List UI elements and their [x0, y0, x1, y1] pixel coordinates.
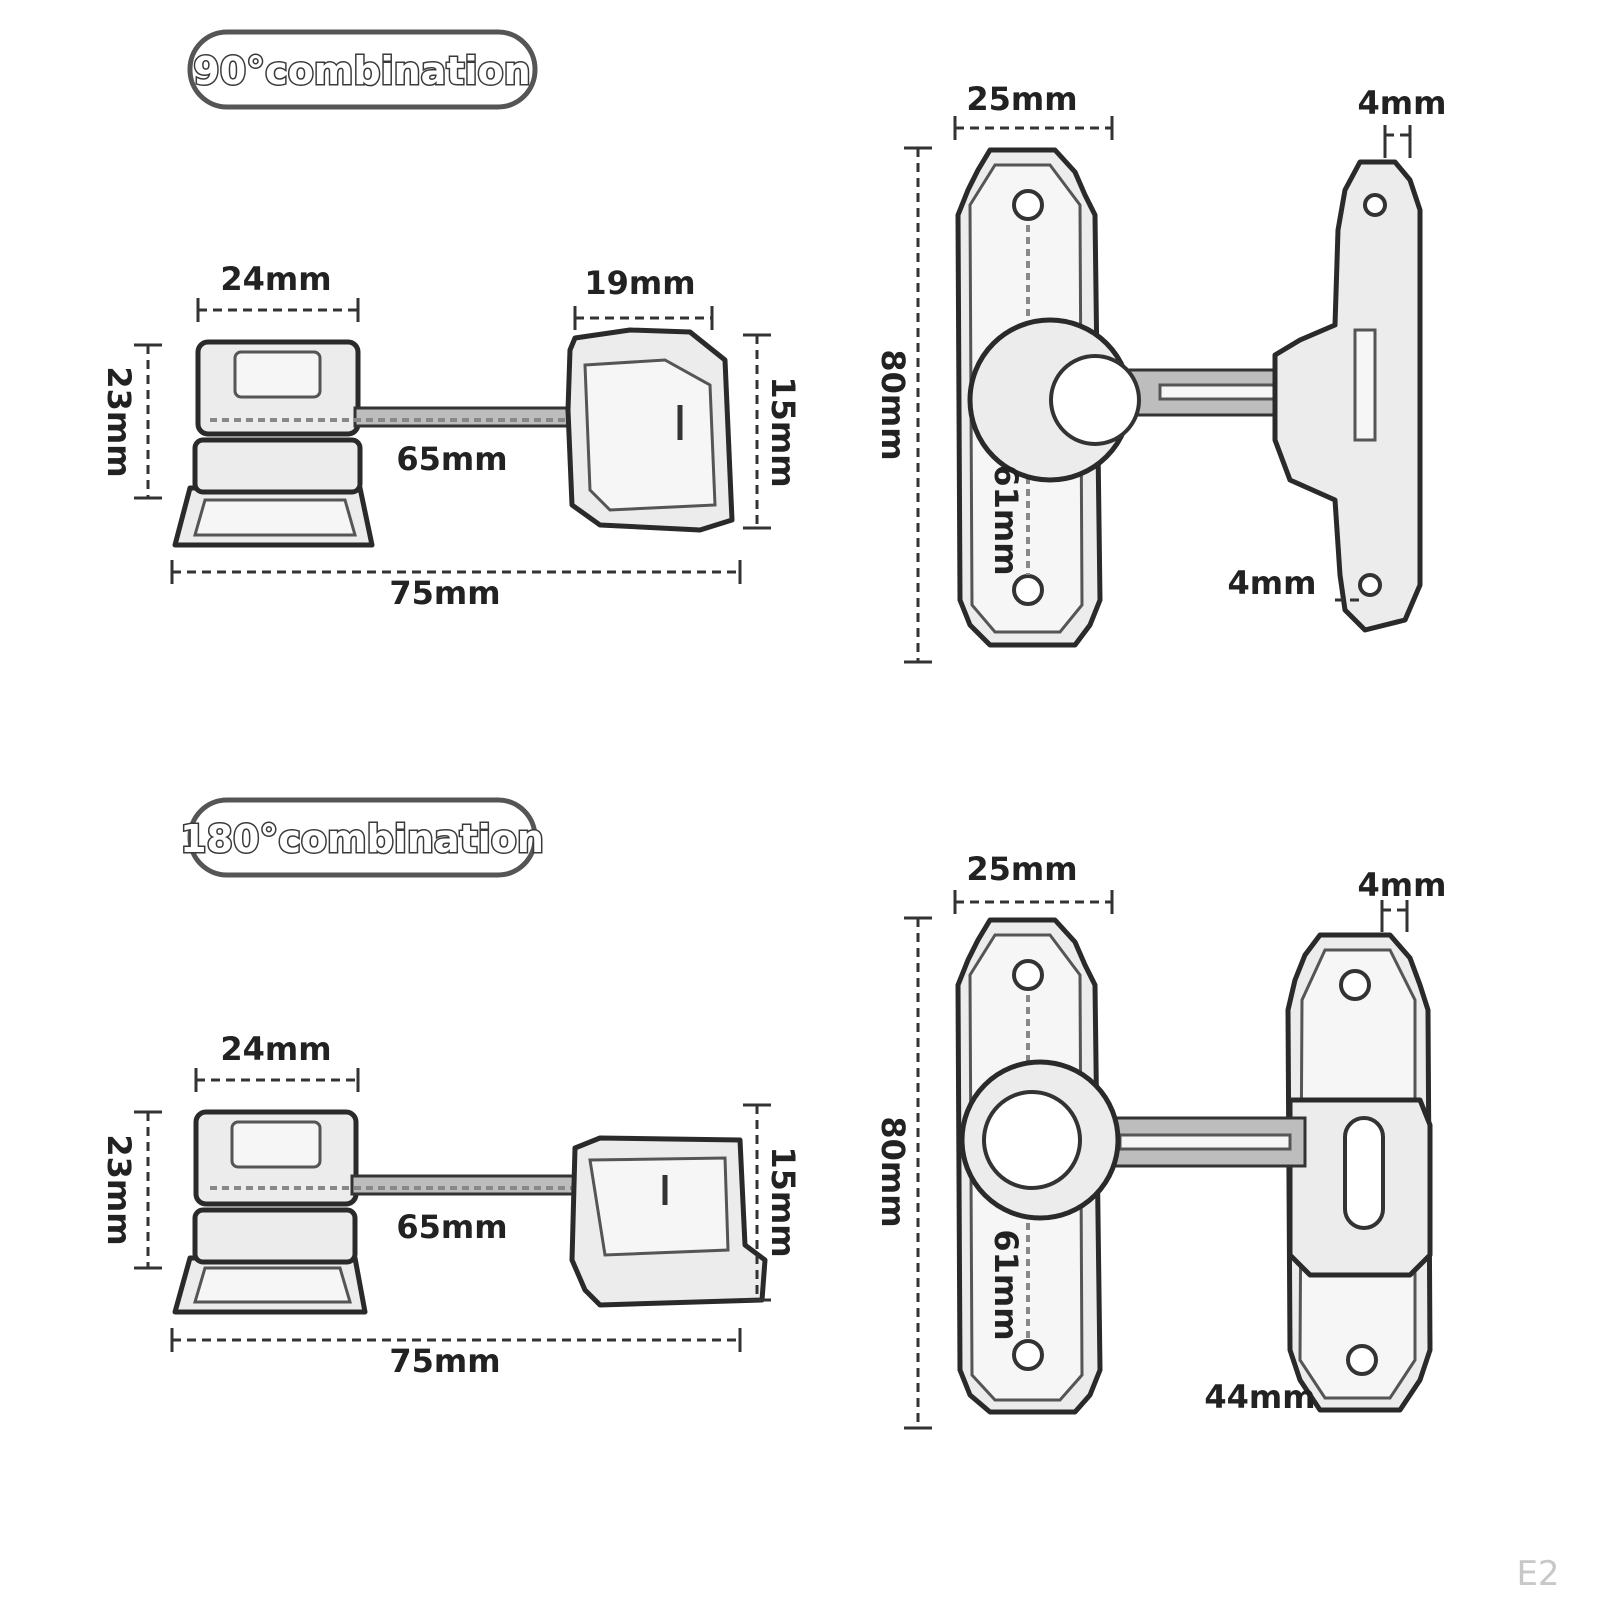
dim-label-61: 61mm — [987, 1229, 1025, 1340]
front-view-90 — [955, 147, 1423, 648]
section-label-180: 180°combination — [180, 817, 544, 861]
dim-25-bottom: 25mm — [953, 850, 1114, 914]
dim-15-top: 15mm — [743, 333, 802, 530]
screw-hole — [1012, 189, 1044, 221]
dim-label-25: 25mm — [966, 80, 1077, 118]
dim-23-bottom: 23mm — [100, 1110, 162, 1270]
front-view-180 — [955, 917, 1433, 1415]
dim-4-gap: 4mm — [1228, 564, 1360, 602]
dim-label-19: 19mm — [584, 264, 695, 302]
section-badge-90: 90°combination — [187, 29, 538, 110]
dim-label-23: 23mm — [100, 1134, 138, 1245]
dim-label-65: 65mm — [396, 1208, 507, 1246]
knob-lower — [192, 1207, 358, 1265]
dim-label-75: 75mm — [389, 574, 500, 612]
corner-mark: E2 — [1516, 1554, 1559, 1594]
dim-19-top: 19mm — [573, 264, 714, 330]
dim-label-65: 65mm — [396, 440, 507, 478]
dim-24-top: 24mm — [196, 260, 360, 322]
section-badge-180: 180°combination — [179, 797, 545, 878]
dim-label-23: 23mm — [100, 366, 138, 477]
dim-25-top: 25mm — [953, 80, 1114, 140]
dim-75-top: 75mm — [170, 560, 742, 612]
section-label-90: 90°combination — [193, 49, 530, 93]
dim-label-61: 61mm — [987, 464, 1025, 575]
dim-75-bottom: 75mm — [170, 1328, 742, 1380]
dim-80-bottom: 80mm — [874, 916, 932, 1430]
dim-label-75: 75mm — [389, 1342, 500, 1380]
dim-15-bottom: 15mm — [743, 1103, 802, 1302]
dim-label-15: 15mm — [764, 376, 802, 487]
dim-label-4-slot: 4mm — [1358, 84, 1447, 122]
dim-label-80: 80mm — [874, 349, 912, 460]
dim-label-80: 80mm — [874, 1116, 912, 1227]
screw-hole — [1012, 1339, 1044, 1371]
knob-lower — [192, 437, 363, 495]
side-view-90 — [172, 327, 735, 548]
dim-label-4-gap: 4mm — [1228, 564, 1317, 602]
dim-label-15: 15mm — [764, 1146, 802, 1257]
dim-label-44: 44mm — [1204, 1378, 1315, 1416]
dim-4-top: 4mm — [1358, 84, 1447, 158]
dim-label-25: 25mm — [966, 850, 1077, 888]
dim-label-4-slot: 4mm — [1358, 866, 1447, 904]
dim-label-24: 24mm — [220, 1030, 331, 1068]
dim-4-bottom: 4mm — [1358, 866, 1447, 932]
dim-24-bottom: 24mm — [194, 1030, 360, 1092]
screw-hole — [1012, 959, 1044, 991]
bolt-bar — [353, 406, 577, 428]
dim-80-top: 80mm — [874, 146, 932, 664]
side-view-180 — [172, 1109, 768, 1315]
bolt-bar — [350, 1174, 579, 1196]
screw-hole — [1012, 574, 1044, 606]
dim-23-top: 23mm — [100, 343, 162, 500]
catch-plate-right — [1272, 159, 1423, 633]
dim-label-24: 24mm — [220, 260, 331, 298]
